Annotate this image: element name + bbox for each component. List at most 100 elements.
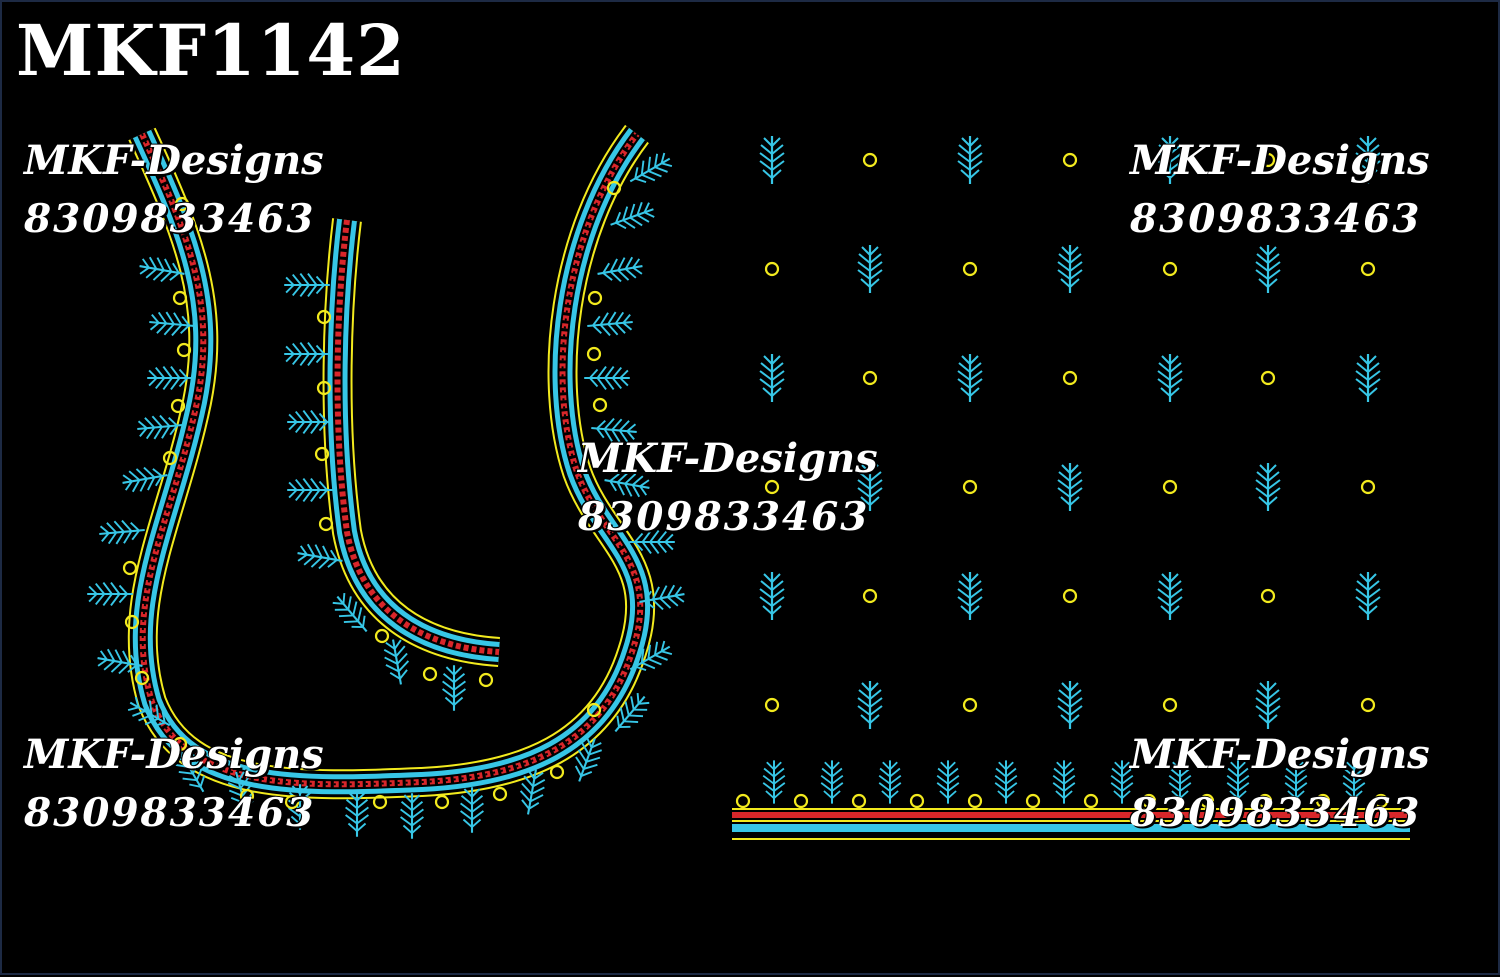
ring-dot-icon	[586, 702, 602, 718]
ring-dot-icon	[162, 450, 178, 466]
ring-dot-icon	[1260, 370, 1276, 386]
watermark-brand: MKF-Designs	[24, 137, 324, 184]
ring-dot-icon	[1360, 697, 1376, 713]
ring-dot-icon	[124, 614, 140, 630]
ring-dot-icon	[434, 794, 450, 810]
ring-dot-icon	[172, 736, 188, 752]
leaf-spray-icon	[585, 309, 635, 339]
ring-dot-icon	[962, 697, 978, 713]
watermark-phone: 8309833463	[578, 494, 870, 540]
ring-dot-icon	[962, 261, 978, 277]
ring-dot-icon	[1260, 588, 1276, 604]
watermark-brand: MKF-Designs	[24, 731, 324, 778]
watermark-top-left: MKF-Designs 8309833463	[24, 132, 324, 248]
leaf-spray-icon	[1056, 679, 1084, 731]
ring-dot-icon	[1062, 152, 1078, 168]
leaf-spray-icon	[380, 636, 414, 688]
leaf-spray-icon	[1156, 570, 1184, 622]
ring-dot-icon	[735, 793, 751, 809]
watermark-center: MKF-Designs 8309833463	[578, 430, 878, 546]
ring-dot-icon	[862, 152, 878, 168]
ring-dot-icon	[318, 516, 334, 532]
leaf-spray-icon	[1056, 243, 1084, 295]
ring-dot-icon	[549, 764, 565, 780]
ring-dot-icon	[170, 398, 186, 414]
leaf-spray-icon	[758, 352, 786, 404]
back-neck-border	[127, 124, 656, 800]
ring-dot-icon	[314, 446, 330, 462]
ring-dot-icon	[962, 479, 978, 495]
ring-dot-icon	[374, 628, 390, 644]
ring-dot-icon	[1373, 793, 1389, 809]
leaf-spray-icon	[1254, 679, 1282, 731]
ring-dot-icon	[1083, 793, 1099, 809]
ring-dot-icon	[1360, 479, 1376, 495]
ring-dot-icon	[422, 666, 438, 682]
leaf-spray-icon	[1254, 461, 1282, 513]
leaf-spray-icon	[994, 759, 1018, 805]
leaf-spray-icon	[286, 477, 334, 503]
leaf-spray-icon	[1156, 352, 1184, 404]
leaf-spray-icon	[1056, 461, 1084, 513]
ring-dot-icon	[1062, 588, 1078, 604]
leaf-spray-icon	[1354, 570, 1382, 622]
leaf-spray-icon	[956, 134, 984, 186]
leaf-spray-icon	[594, 253, 646, 287]
ring-dot-icon	[1257, 793, 1273, 809]
ring-dot-icon	[606, 180, 622, 196]
watermark-phone: 8309833463	[1130, 790, 1422, 836]
leaf-spray-icon	[956, 352, 984, 404]
leaf-spray-icon	[856, 243, 884, 295]
watermark-bottom-right: MKF-Designs 8309833463	[1130, 726, 1430, 842]
leaf-spray-icon	[605, 197, 659, 237]
ring-dot-icon	[764, 261, 780, 277]
ring-dot-icon	[862, 370, 878, 386]
design-code-title: MKF1142	[16, 9, 406, 92]
watermark-top-right: MKF-Designs 8309833463	[1130, 132, 1430, 248]
ring-dot-icon	[862, 588, 878, 604]
leaf-spray-icon	[936, 759, 960, 805]
ring-dot-icon	[1025, 793, 1041, 809]
ring-dot-icon	[967, 793, 983, 809]
leaf-spray-icon	[956, 570, 984, 622]
ring-dot-icon	[587, 290, 603, 306]
ring-dot-icon	[592, 397, 608, 413]
ring-dot-icon	[793, 793, 809, 809]
leaf-spray-icon	[86, 581, 134, 607]
leaf-spray-icon	[758, 570, 786, 622]
ring-dot-icon	[1062, 370, 1078, 386]
ring-dot-icon	[764, 697, 780, 713]
leaf-spray-icon	[459, 786, 485, 834]
watermark-brand: MKF-Designs	[578, 435, 878, 482]
leaf-spray-icon	[97, 517, 147, 547]
ring-dot-icon	[1162, 479, 1178, 495]
leaf-spray-icon	[399, 792, 425, 840]
ring-dot-icon	[239, 788, 255, 804]
ring-dot-icon	[492, 786, 508, 802]
ring-dot-icon	[122, 560, 138, 576]
ring-dot-icon	[172, 290, 188, 306]
leaf-spray-icon	[758, 134, 786, 186]
ring-dot-icon	[586, 346, 602, 362]
ring-dot-icon	[1162, 261, 1178, 277]
ring-dot-icon	[1162, 697, 1178, 713]
leaf-spray-icon	[762, 759, 786, 805]
watermark-bottom-left: MKF-Designs 8309833463	[24, 726, 324, 842]
ring-dot-icon	[1315, 793, 1331, 809]
ring-dot-icon	[1199, 793, 1215, 809]
bottom-border-motifs	[735, 759, 1389, 809]
butta-motif-grid	[758, 134, 1382, 731]
neck-leaf-motifs	[86, 147, 688, 840]
leaf-spray-icon	[1052, 759, 1076, 805]
ring-dot-icon	[176, 342, 192, 358]
front-neck-border	[322, 218, 501, 667]
ring-dot-icon	[909, 793, 925, 809]
watermark-brand: MKF-Designs	[1130, 137, 1430, 184]
ring-dot-icon	[1141, 793, 1157, 809]
leaf-spray-icon	[1254, 243, 1282, 295]
leaf-spray-icon	[1354, 352, 1382, 404]
leaf-spray-icon	[878, 759, 902, 805]
ring-dot-icon	[284, 794, 300, 810]
